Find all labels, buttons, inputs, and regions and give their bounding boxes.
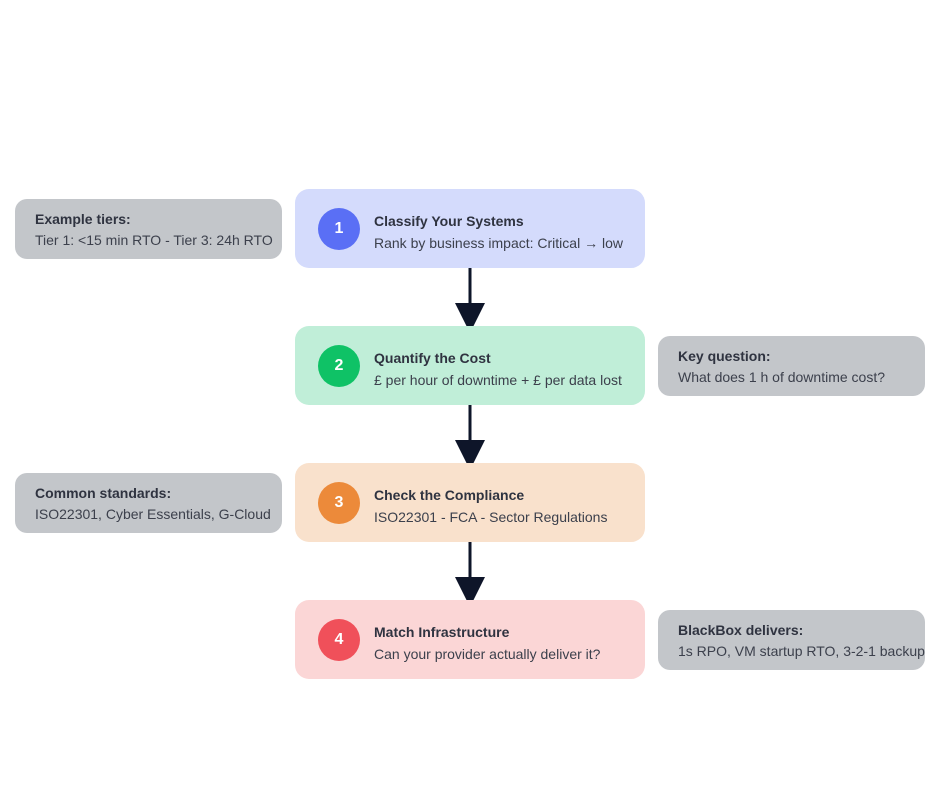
step-3-card: 3 Check the Compliance ISO22301 - FCA - …	[295, 463, 645, 542]
step-2-title: Quantify the Cost	[374, 350, 491, 366]
note-common-standards: Common standards: ISO22301, Cyber Essent…	[15, 473, 282, 533]
note-blackbox-delivers: BlackBox delivers: 1s RPO, VM startup RT…	[658, 610, 925, 670]
note-example-tiers: Example tiers: Tier 1: <15 min RTO - Tie…	[15, 199, 282, 259]
step-4-title: Match Infrastructure	[374, 624, 510, 640]
note-title: Key question:	[678, 348, 771, 364]
note-text: Tier 1: <15 min RTO - Tier 3: 24h RTO	[35, 232, 273, 248]
step-3-number-badge: 3	[318, 482, 360, 524]
step-2-description: £ per hour of downtime + £ per data lost	[374, 372, 622, 388]
step-2-number-badge: 2	[318, 345, 360, 387]
step-3-title: Check the Compliance	[374, 487, 525, 503]
step-4-description: Can your provider actually deliver it?	[374, 646, 601, 662]
step-1-number-badge: 1	[318, 208, 360, 250]
note-text: ISO22301, Cyber Essentials, G-Cloud	[35, 506, 271, 522]
step-4-number-badge: 4	[318, 619, 360, 661]
step-1-title: Classify Your Systems	[374, 213, 524, 229]
note-title: Example tiers:	[35, 211, 131, 227]
note-text: 1s RPO, VM startup RTO, 3-2-1 backup	[678, 643, 925, 659]
step-2-card: 2 Quantify the Cost £ per hour of downti…	[295, 326, 645, 405]
note-title: Common standards:	[35, 485, 172, 501]
note-key-question: Key question: What does 1 h of downtime …	[658, 336, 925, 396]
step-1-card: 1 Classify Your Systems Rank by business…	[295, 189, 645, 268]
step-4-card: 4 Match Infrastructure Can your provider…	[295, 600, 645, 679]
note-text: What does 1 h of downtime cost?	[678, 369, 885, 385]
step-3-description: ISO22301 - FCA - Sector Regulations	[374, 509, 608, 525]
step-1-description: Rank by business impact: Critical → low	[374, 235, 623, 251]
note-title: BlackBox delivers:	[678, 622, 804, 638]
